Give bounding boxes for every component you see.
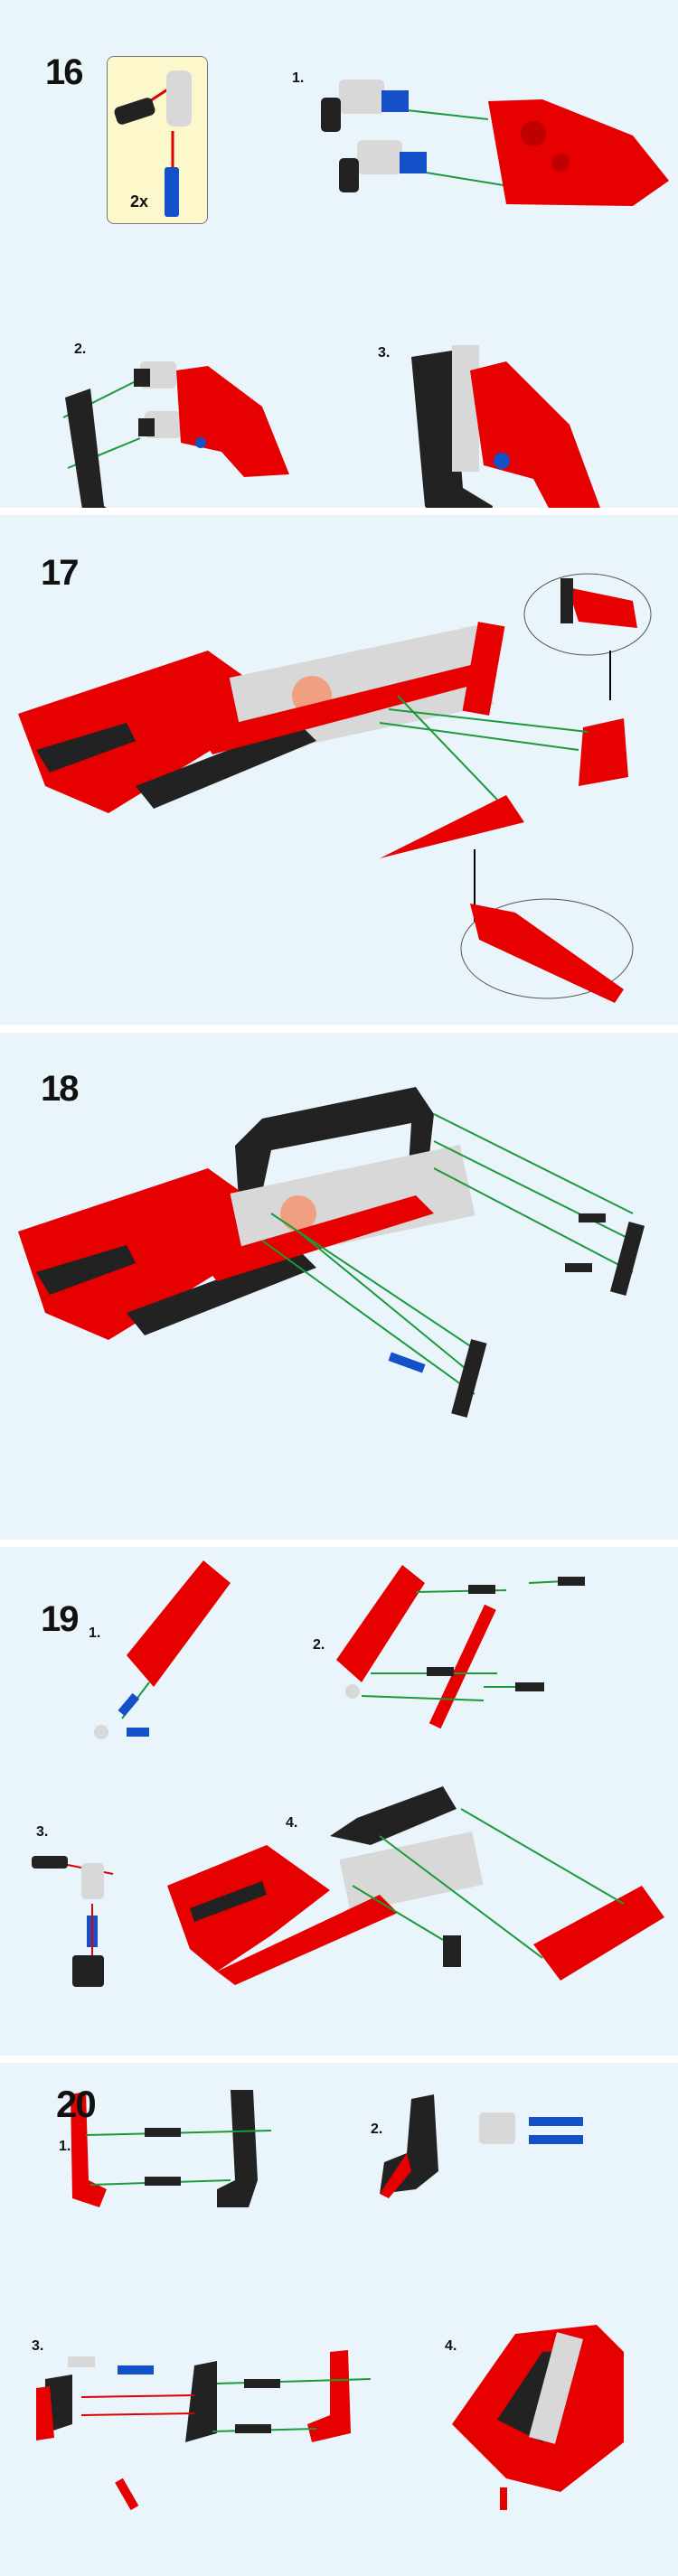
substep-1-parts [321, 80, 669, 206]
chassis-model [18, 622, 589, 813]
substep-label: 2. [74, 342, 87, 357]
step-number: 17 [41, 553, 79, 593]
step-18-panel: 18 [0, 1033, 678, 1540]
substep-2-parts [62, 361, 289, 508]
step-16-panel: 16 2x 1. 2. 3. [0, 0, 678, 508]
step-19-illustration [32, 1560, 664, 1987]
substep-label: 3. [32, 2338, 44, 2354]
step-16-illustration [62, 80, 669, 508]
substep-label: 1. [89, 1625, 101, 1641]
step-19-panel: 19 1. 2. 3. 4. [0, 1547, 678, 2056]
step-number: 19 [41, 1599, 79, 1639]
step-number: 20 [56, 2083, 97, 2125]
substep-label: 3. [36, 1824, 49, 1840]
step-20-illustration [36, 2090, 624, 2511]
substep-label: 2. [313, 1637, 325, 1653]
substep-label: 3. [378, 345, 391, 361]
substep-label: 4. [286, 1815, 298, 1831]
step-17-illustration [18, 573, 652, 1003]
step-number: 18 [41, 1069, 79, 1109]
substep-label: 1. [59, 2139, 71, 2154]
substep-label: 2. [371, 2122, 383, 2137]
substep-label: 1. [292, 70, 305, 86]
substep-3-parts [411, 345, 600, 508]
step-18-illustration [18, 1087, 645, 1418]
step-20-panel: 20 1. 2. 3. 4. [0, 2063, 678, 2576]
subassembly-callout: 2x [107, 56, 208, 224]
step-number: 16 [45, 52, 83, 92]
substep-label: 4. [445, 2338, 457, 2354]
step-17-panel: 17 [0, 515, 678, 1025]
callout-quantity: 2x [130, 192, 149, 211]
callout-parts-illustration [114, 70, 192, 217]
